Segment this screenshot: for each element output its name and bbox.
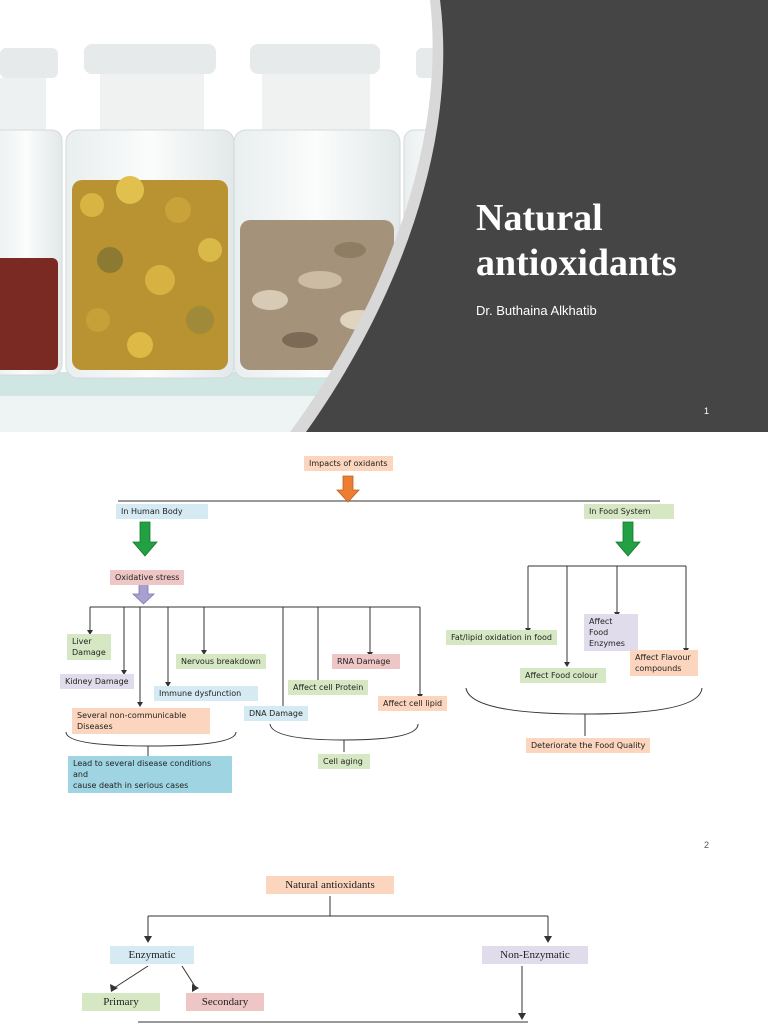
ncd-line-2: Diseases [77, 722, 113, 731]
enzymes-line-1: Affect Food [589, 617, 613, 637]
green-arrow-left [132, 521, 158, 557]
impacts-slide: Impacts of oxidants In Human Body In Foo… [0, 432, 768, 856]
lead-to-disease-box: Lead to several disease conditions and c… [68, 756, 232, 793]
title-panel [306, 0, 768, 432]
ncd-line-1: Several non-communicable [77, 711, 187, 720]
page-number: 1 [704, 406, 710, 416]
dna-damage-box: DNA Damage [244, 706, 308, 721]
enzymes-line-2: Enzymes [589, 639, 625, 648]
affect-flavour-box: Affect Flavour compounds [630, 650, 698, 676]
cell-aging-box: Cell aging [318, 754, 370, 769]
purple-arrow [132, 583, 155, 605]
non-communicable-box: Several non-communicable Diseases [72, 708, 210, 734]
jar-flowers [65, 44, 235, 379]
affect-cell-protein-box: Affect cell Protein [288, 680, 369, 695]
liver-line-1: Liver [72, 637, 92, 646]
jar-goji [0, 48, 63, 376]
impacts-connectors [65, 475, 703, 756]
author-name: Dr. Buthaina Alkhatib [476, 303, 597, 318]
orange-arrow [336, 475, 360, 503]
affect-food-enzymes-box: Affect Food Enzymes [584, 614, 638, 651]
jar-roots [233, 44, 401, 379]
deteriorate-quality-box: Deteriorate the Food Quality [526, 738, 651, 753]
natural-antioxidants-slide: Natural antioxidants Enzymatic Non-Enzym… [0, 856, 768, 1024]
affect-cell-lipid-box: Affect cell lipid [378, 696, 448, 711]
lead-line-1: Lead to several disease conditions and [73, 759, 212, 779]
natural-antioxidants-box: Natural antioxidants [266, 876, 394, 894]
liver-damage-box: Liver Damage [67, 634, 111, 660]
presentation-title: Natural antioxidants [476, 196, 766, 286]
title-slide: Natural antioxidants Dr. Buthaina Alkhat… [0, 0, 768, 432]
non-enzymatic-box: Non-Enzymatic [482, 946, 588, 964]
flavour-line-1: Affect Flavour [635, 653, 691, 662]
flavour-line-2: compounds [635, 664, 682, 673]
in-food-system-box: In Food System [584, 504, 674, 519]
classification-connectors [110, 896, 552, 1023]
in-human-body-box: In Human Body [116, 504, 208, 519]
title-line-1: Natural [476, 197, 603, 239]
enzymatic-box: Enzymatic [110, 946, 194, 964]
impacts-of-oxidants-box: Impacts of oxidants [304, 456, 393, 471]
primary-box: Primary [82, 993, 160, 1011]
title-line-2: antioxidants [476, 242, 677, 284]
page-number: 2 [704, 840, 710, 850]
affect-food-colour-box: Affect Food colour [520, 668, 606, 683]
liver-line-2: Damage [72, 648, 106, 657]
fat-oxidation-box: Fat/lipid oxidation in food [446, 630, 557, 645]
green-arrow-right [615, 521, 641, 557]
oxidative-stress-box: Oxidative stress [110, 570, 185, 585]
jars-photo [0, 0, 768, 432]
secondary-box: Secondary [186, 993, 264, 1011]
immune-dysfunction-box: Immune dysfunction [154, 686, 258, 701]
rna-damage-box: RNA Damage [332, 654, 400, 669]
lead-line-2: cause death in serious cases [73, 781, 189, 790]
nervous-breakdown-box: Nervous breakdown [176, 654, 266, 669]
accent-arc [290, 0, 444, 432]
kidney-damage-box: Kidney Damage [60, 674, 134, 689]
